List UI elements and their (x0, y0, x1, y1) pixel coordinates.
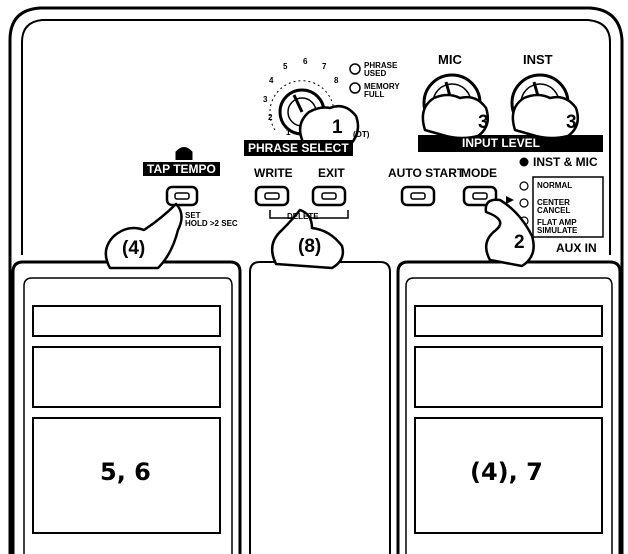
inst-mic-label: INST & MIC (533, 155, 598, 169)
dial-tick-1: 1 (286, 128, 291, 137)
step-tap-tempo: (4) (122, 238, 146, 259)
hand-pointer-icon (104, 93, 579, 270)
step-phrase-dial: 1 (332, 117, 343, 138)
step-mode-button: 2 (514, 232, 525, 253)
mode-button[interactable] (462, 185, 498, 207)
tap-tempo-tab (175, 147, 193, 160)
dial-tick-2: 2 (268, 113, 273, 122)
step-write-button: (8) (298, 236, 322, 257)
exit-label: EXIT (318, 166, 345, 180)
mode-label: MODE (461, 166, 497, 180)
phrase-select-label: PHRASE SELECT (244, 140, 353, 156)
normal-led (519, 181, 529, 191)
mode-option-center-cancel: CENTER CANCEL (537, 198, 571, 215)
mode-arrow-icon (506, 196, 514, 204)
phrase-used-label: PHRASE USED (364, 61, 398, 78)
right-pedal[interactable] (396, 260, 622, 554)
write-label: WRITE (254, 166, 293, 180)
left-pedal[interactable] (11, 260, 242, 554)
center-panel (249, 261, 391, 554)
dial-tick-3: 3 (263, 95, 268, 104)
dial-tick-4: 4 (269, 76, 274, 85)
delete-label: DELETE (287, 212, 319, 221)
mode-option-normal: NORMAL (537, 181, 573, 190)
mode-options-box (532, 176, 604, 238)
dial-tick-5: 5 (283, 62, 288, 71)
aux-in-label: AUX IN (556, 241, 597, 255)
exit-button[interactable] (311, 185, 347, 207)
center-cancel-led (519, 198, 529, 208)
tap-tempo-label: TAP TEMPO (143, 162, 220, 176)
auto-start-button[interactable] (400, 185, 436, 207)
dial-tick-7: 7 (322, 62, 327, 71)
mic-label: MIC (438, 52, 462, 67)
tap-tempo-button[interactable] (165, 185, 199, 207)
dial-tick-6: 6 (303, 57, 308, 66)
phrase-used-led (349, 63, 361, 75)
set-hold-label: SET HOLD >2 SEC (185, 211, 238, 228)
memory-full-label: MEMORY FULL (364, 82, 400, 99)
step-left-pedal: 5, 6 (100, 458, 151, 486)
input-level-label: INPUT LEVEL (462, 136, 541, 150)
auto-start-label: AUTO START (388, 166, 465, 180)
inst-label: INST (523, 52, 553, 67)
step-mic-knob: 3 (478, 112, 489, 133)
write-button[interactable] (254, 185, 290, 207)
ot-label: (OT) (353, 130, 370, 139)
input-level-bar (418, 135, 603, 152)
memory-full-led (349, 82, 361, 94)
inst-mic-led (519, 157, 529, 167)
step-inst-knob: 3 (566, 112, 577, 133)
step-right-pedal: (4), 7 (470, 458, 543, 486)
dial-tick-8: 8 (334, 76, 339, 85)
mode-option-flat-amp: FLAT AMP SIMULATE (537, 218, 578, 235)
